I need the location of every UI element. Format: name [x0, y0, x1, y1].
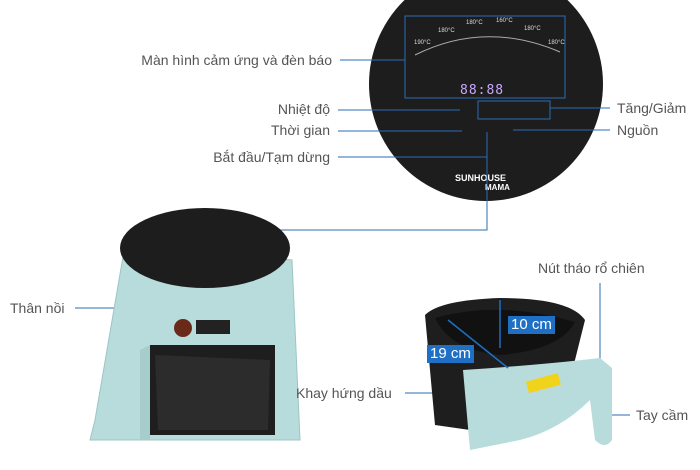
label-drip-tray: Khay hứng dầu: [296, 385, 392, 401]
panel-temp-label: 180°C: [438, 28, 455, 34]
label-display: Màn hình cảm ứng và đèn báo: [141, 52, 332, 68]
label-power: Nguồn: [617, 122, 659, 138]
panel-temp-label: 190°C: [414, 40, 431, 46]
height-dimension: 10 cm: [508, 316, 555, 334]
label-temperature: Nhiệt độ: [277, 101, 330, 117]
fryer-basket: [425, 298, 612, 450]
label-start-pause: Bắt đầu/Tạm dừng: [213, 149, 330, 165]
label-body: Thân nồi: [10, 300, 65, 316]
panel-brand: SUNHOUSE: [455, 173, 506, 183]
control-panel-closeup: [369, 0, 603, 201]
label-handle: Tay cầm: [636, 407, 689, 423]
diameter-dimension: 19 cm: [427, 345, 474, 363]
panel-temp-label: 180°C: [466, 20, 483, 26]
panel-temp-label: 180°C: [548, 40, 565, 46]
label-up-down: Tăng/Giảm: [617, 100, 687, 116]
label-basket-release: Nút tháo rổ chiên: [538, 260, 645, 276]
air-fryer: [89, 208, 301, 441]
panel-temp-label: 160°C: [496, 18, 513, 24]
label-time: Thời gian: [271, 122, 330, 138]
panel-arc: [414, 36, 561, 56]
panel-digits: 88:88: [460, 83, 504, 98]
panel-brand-sub: MAMA: [485, 183, 510, 192]
panel-temp-label: 180°C: [524, 26, 541, 32]
